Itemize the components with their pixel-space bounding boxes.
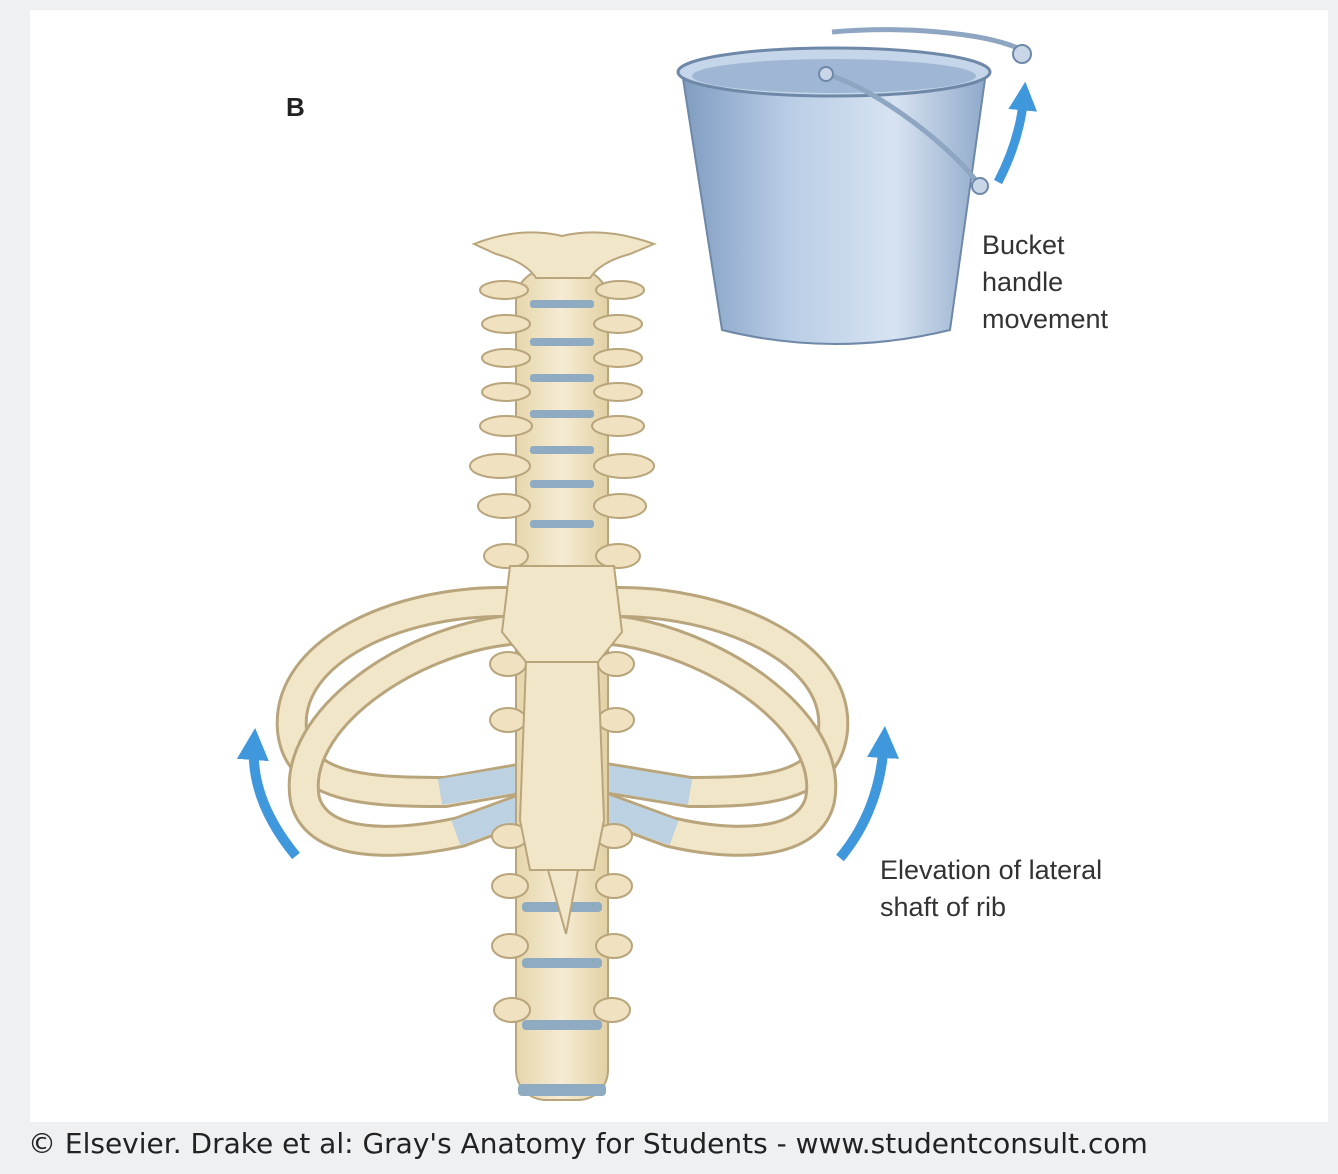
copyright-credit: © Elsevier. Drake et al: Gray's Anatomy … xyxy=(28,1122,1148,1166)
panel-letter: B xyxy=(286,92,305,123)
figure-panel xyxy=(30,10,1328,1122)
bucket-label-line-3: movement xyxy=(982,301,1108,338)
right-rib-arrow-icon xyxy=(840,742,884,858)
bucket-handle-label: Bucket handle movement xyxy=(982,227,1108,338)
bucket-icon xyxy=(678,30,1031,344)
rib-label-line-2: shaft of rib xyxy=(880,889,1102,926)
vertebral-column xyxy=(470,232,654,1100)
bucket-arrow-icon xyxy=(998,96,1024,182)
anatomy-illustration xyxy=(30,10,1328,1122)
bucket-label-line-1: Bucket xyxy=(982,227,1108,264)
rib-elevation-label: Elevation of lateral shaft of rib xyxy=(880,852,1102,926)
bucket-label-line-2: handle xyxy=(982,264,1108,301)
rib-label-line-1: Elevation of lateral xyxy=(880,852,1102,889)
